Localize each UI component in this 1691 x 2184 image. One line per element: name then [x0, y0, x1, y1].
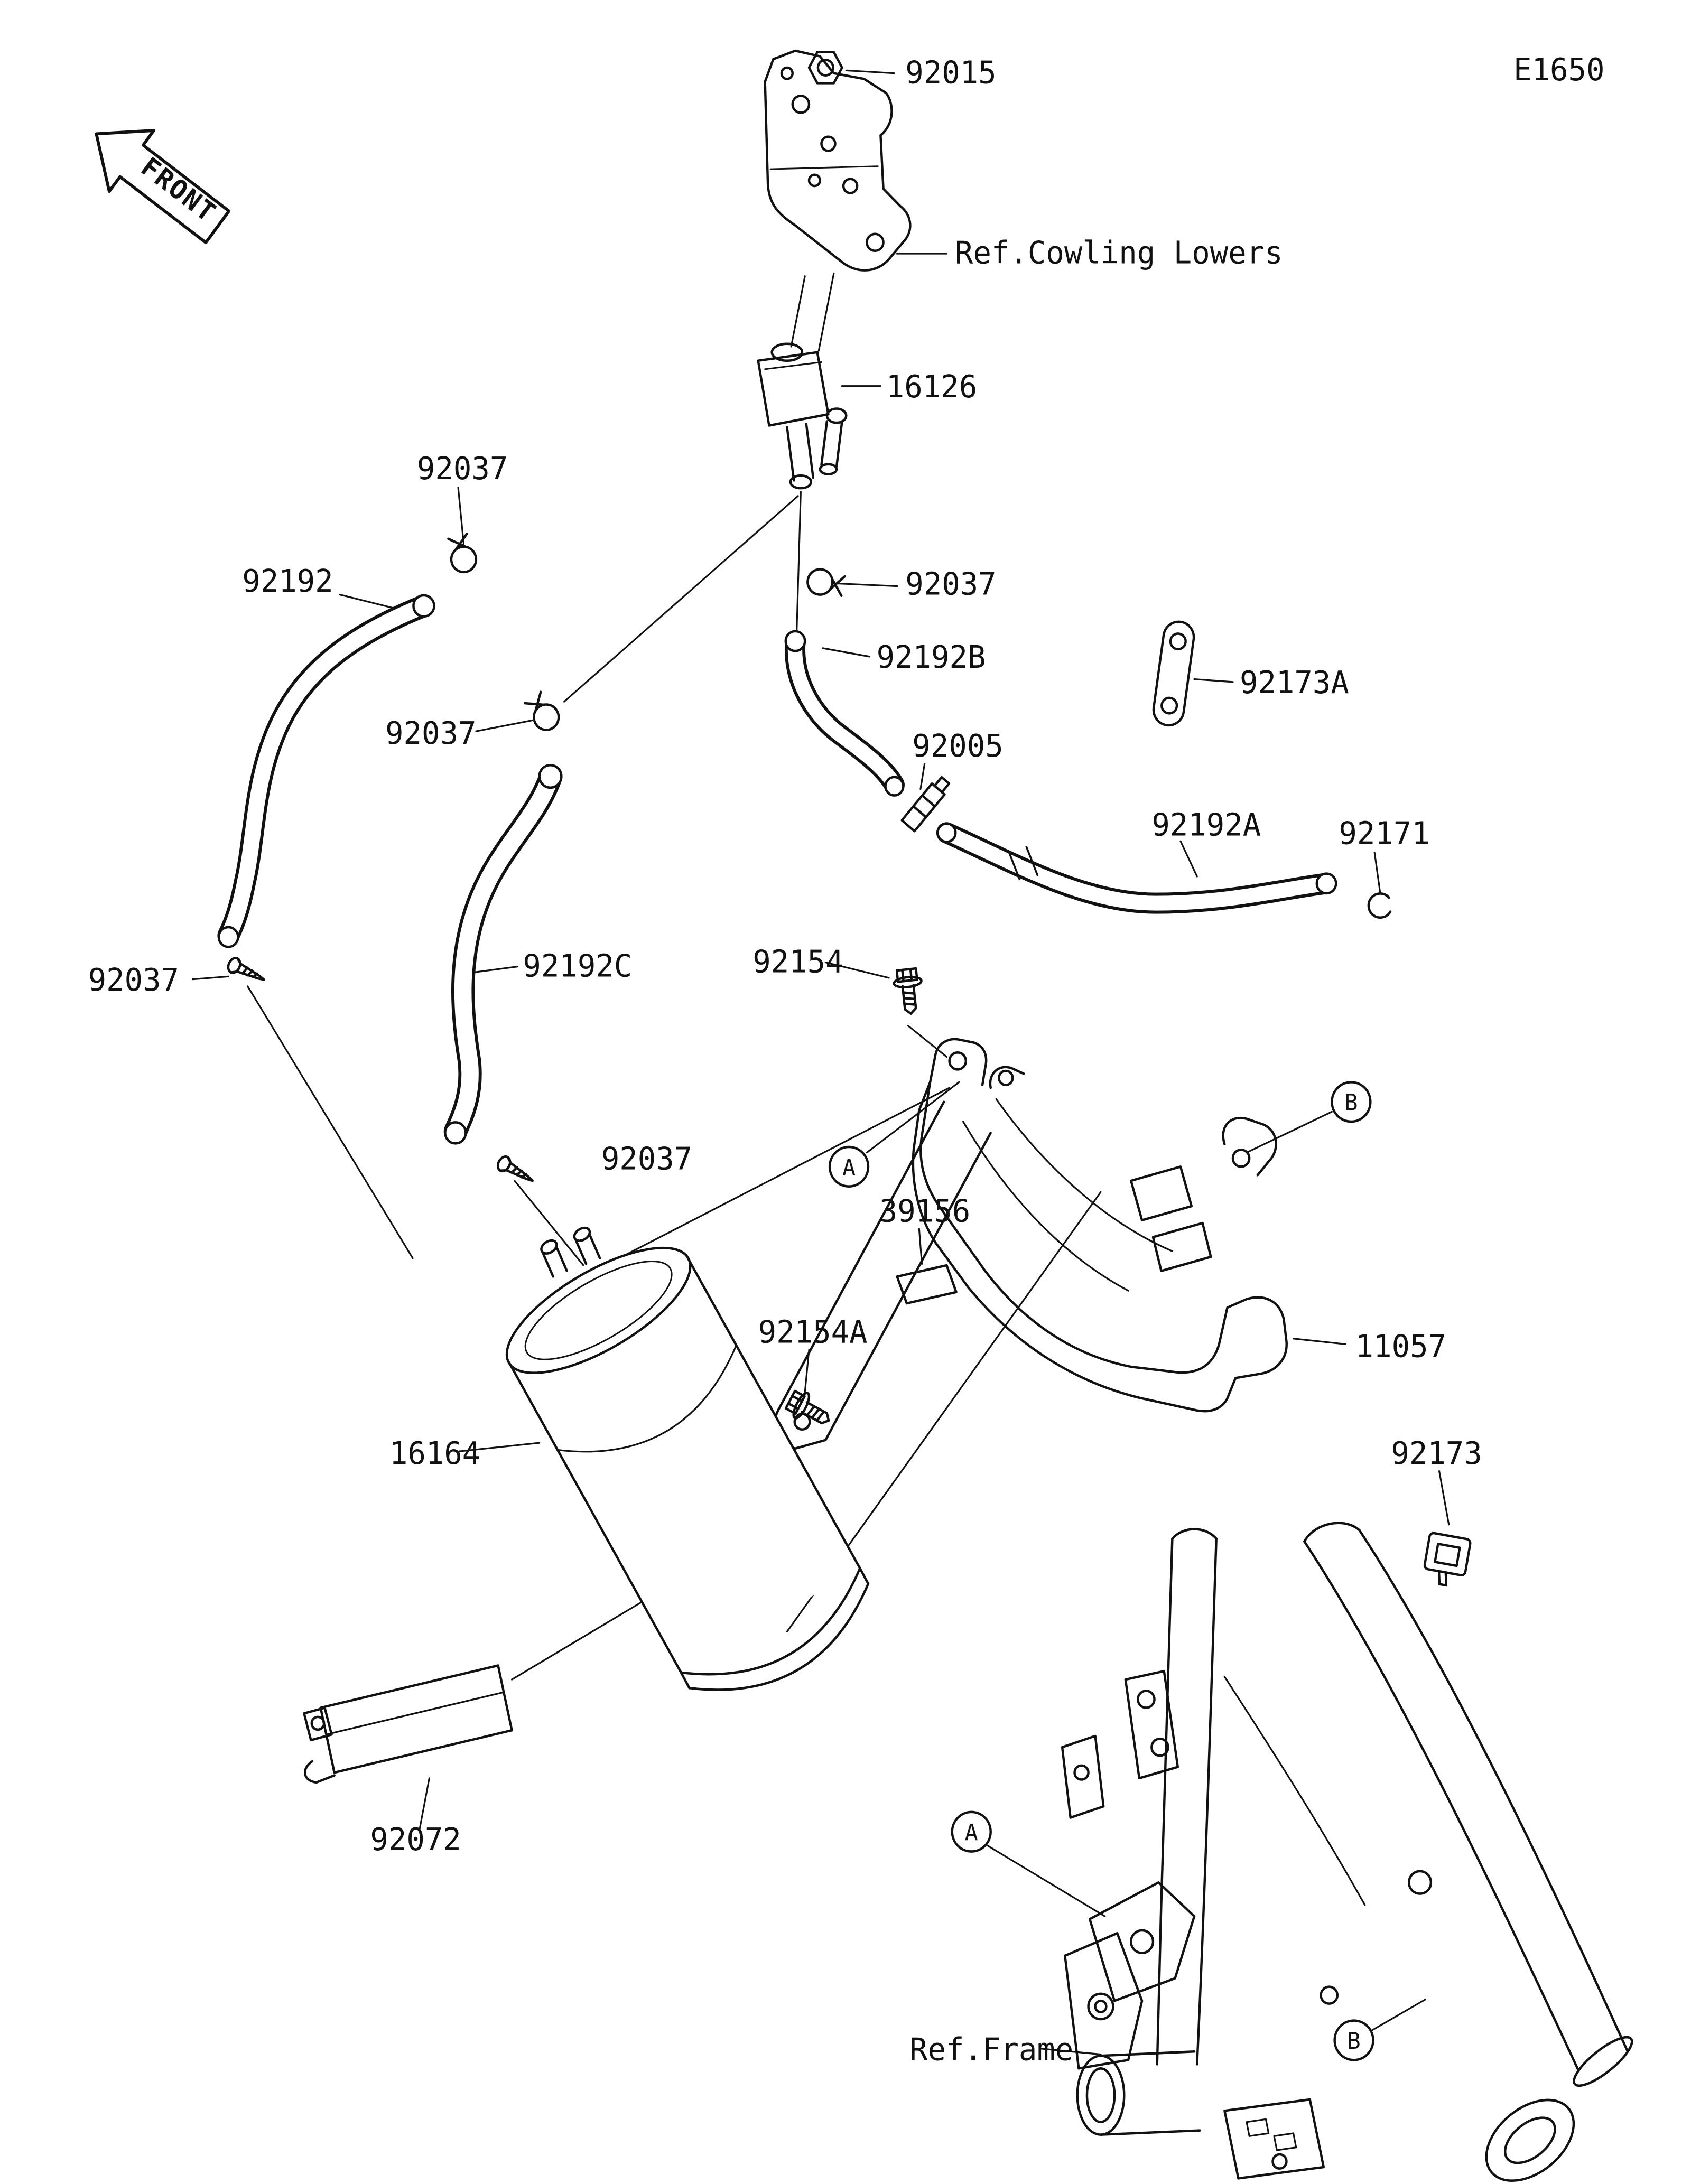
marker-a-2-label: A — [965, 1819, 978, 1846]
strap-92173a-drawing — [1152, 620, 1195, 727]
part-label-92037-d: 92037 — [88, 962, 179, 998]
damper-39156-drawing — [896, 1264, 958, 1305]
part-label-92037-c: 92037 — [385, 715, 476, 752]
part-label-92015: 92015 — [905, 54, 996, 91]
canister-16164-drawing — [505, 1226, 870, 1691]
band-92072-drawing — [303, 1664, 513, 1784]
front-arrow: FRONT — [95, 129, 231, 245]
part-label-11057: 11057 — [1355, 1328, 1446, 1365]
marker-b-2: B — [1333, 2019, 1374, 2061]
hose-92192c-drawing — [443, 763, 563, 1145]
marker-a-1-label: A — [842, 1154, 856, 1181]
frame-drawing — [1061, 1522, 1633, 2182]
ref-cowling-lowers-label: Ref.Cowling Lowers — [955, 235, 1283, 271]
hose-92192b-drawing — [784, 630, 905, 797]
joint-92005-drawing — [900, 776, 951, 833]
marker-a-2: A — [951, 1810, 992, 1853]
leader-lines — [191, 69, 1450, 2056]
part-label-39156: 39156 — [879, 1193, 970, 1229]
circlip-92171-drawing — [1367, 892, 1392, 919]
part-label-92173a: 92173A — [1240, 665, 1349, 701]
ref-frame-label: Ref.Frame — [909, 2031, 1073, 2068]
page-code: E1650 — [1513, 51, 1604, 88]
part-label-92173: 92173 — [1391, 1435, 1482, 1471]
part-label-16164: 16164 — [389, 1435, 480, 1471]
part-label-92171: 92171 — [1339, 815, 1429, 852]
part-label-92192c: 92192C — [523, 948, 632, 984]
hose-92192-drawing — [217, 594, 435, 948]
marker-a-1: A — [828, 1145, 870, 1188]
part-label-92192a: 92192A — [1151, 807, 1261, 843]
part-label-92192b: 92192B — [877, 639, 986, 676]
part-label-92005: 92005 — [912, 728, 1003, 764]
clamp-92173-drawing — [1423, 1532, 1472, 1587]
part-label-92154: 92154 — [752, 944, 843, 980]
screw-92037-drawings — [226, 956, 536, 1188]
marker-b-1: B — [1331, 1081, 1372, 1123]
valve-16126-drawing — [757, 342, 848, 490]
part-label-16126: 16126 — [886, 368, 977, 405]
part-label-92037-b: 92037 — [905, 566, 996, 602]
part-label-92072: 92072 — [370, 1821, 461, 1858]
part-label-92192: 92192 — [242, 563, 333, 600]
part-label-92037-a: 92037 — [417, 450, 508, 487]
part-labels: E1650 92015 Ref.Cowling Lowers 16126 920… — [88, 51, 1605, 2067]
nut-92015-drawing — [807, 51, 843, 85]
hose-92192a-drawing — [936, 822, 1337, 914]
part-label-92154a: 92154A — [758, 1314, 868, 1350]
bracket-11057-drawing — [773, 1038, 1288, 1450]
clamp-92037-drawings — [445, 533, 845, 735]
part-label-92037-e: 92037 — [601, 1141, 692, 1177]
marker-b-2-label: B — [1348, 2028, 1361, 2054]
bolt-92154-drawing — [893, 968, 924, 1015]
marker-b-1-label: B — [1344, 1089, 1358, 1116]
cowling-bracket-drawing — [764, 49, 912, 272]
